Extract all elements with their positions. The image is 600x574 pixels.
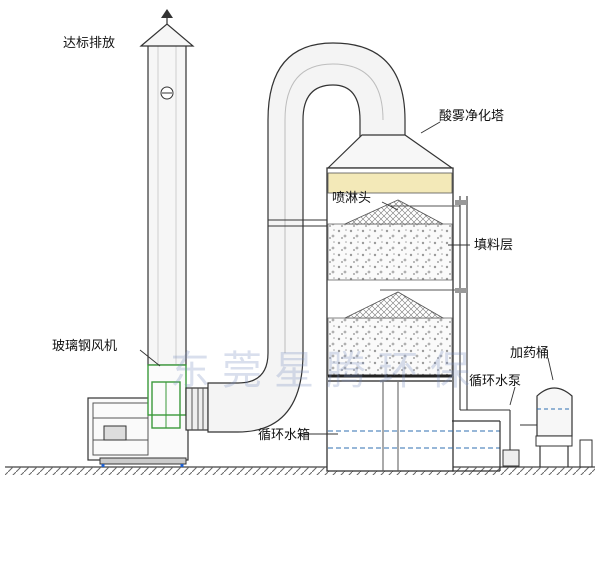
circulation-pipes [455, 196, 540, 467]
label-packing-layer: 填料层 [474, 238, 514, 253]
label-fan: 玻璃钢风机 [52, 339, 118, 354]
scrubber-tower [326, 134, 501, 472]
watermark: 东莞星腾环保 [170, 348, 482, 394]
label-exhaust: 达标排放 [63, 36, 116, 51]
label-spray-head: 喷淋头 [332, 191, 372, 206]
inlet-duct [207, 42, 406, 433]
exhaust-stack [139, 9, 195, 366]
leader-lines [139, 121, 554, 435]
ground [5, 466, 595, 475]
label-tower: 酸雾净化塔 [439, 109, 505, 124]
label-pump: 循环水泵 [469, 374, 522, 389]
circulation-pump [502, 449, 520, 467]
dosing-tank [535, 387, 593, 468]
label-dosing-tank: 加药桶 [510, 346, 550, 361]
label-water-tank: 循环水箱 [258, 428, 311, 443]
fiberglass-fan [87, 364, 209, 467]
